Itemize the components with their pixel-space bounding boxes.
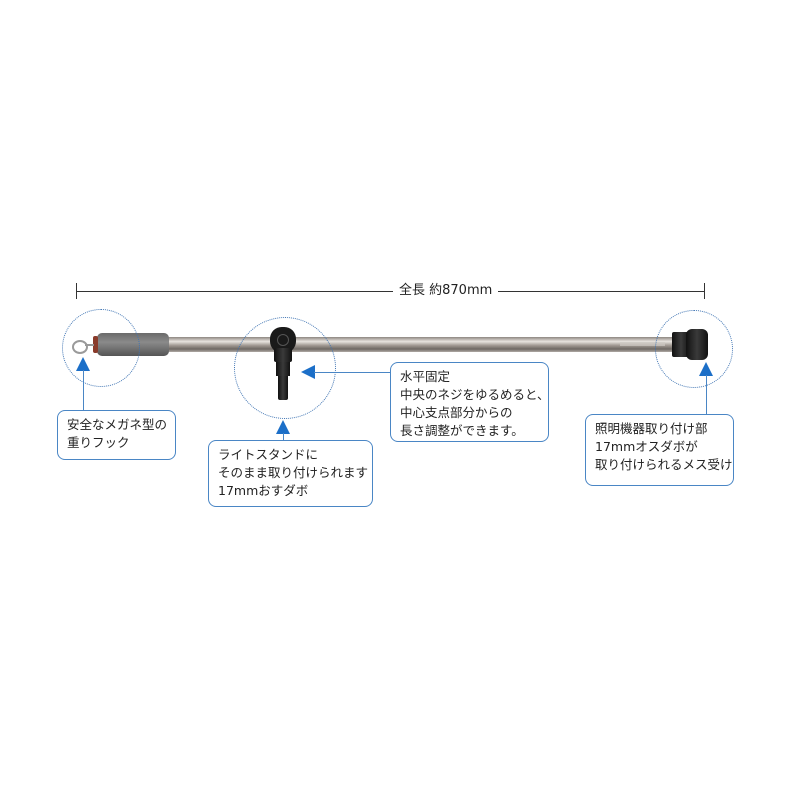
connector-line <box>314 372 391 374</box>
highlight-circle-receiver <box>655 310 733 388</box>
callout-hook: 安全なメガネ型の 重りフック <box>57 410 176 460</box>
connector-line <box>83 370 85 411</box>
connector-line <box>283 433 285 441</box>
connector-line <box>706 375 708 415</box>
dimension-label: 全長 約870mm <box>393 283 499 299</box>
highlight-circle-center <box>234 317 336 419</box>
highlight-circle-hook <box>62 309 140 387</box>
rod-logo <box>620 342 665 346</box>
arrow-up-icon <box>276 420 290 434</box>
arrow-left-icon <box>301 365 315 379</box>
callout-stud: ライトスタンドに そのまま取り付けられます 17mmおすダボ <box>208 440 373 507</box>
callout-receiver: 照明機器取り付け部 17mmオスダボが 取り付けられるメス受け <box>585 414 734 486</box>
dimension-line <box>76 291 705 292</box>
callout-center: 水平固定 中央のネジをゆるめると、 中心支点部分からの 長さ調整ができます。 <box>390 362 550 442</box>
arrow-up-icon <box>699 362 713 376</box>
arrow-up-icon <box>76 357 90 371</box>
